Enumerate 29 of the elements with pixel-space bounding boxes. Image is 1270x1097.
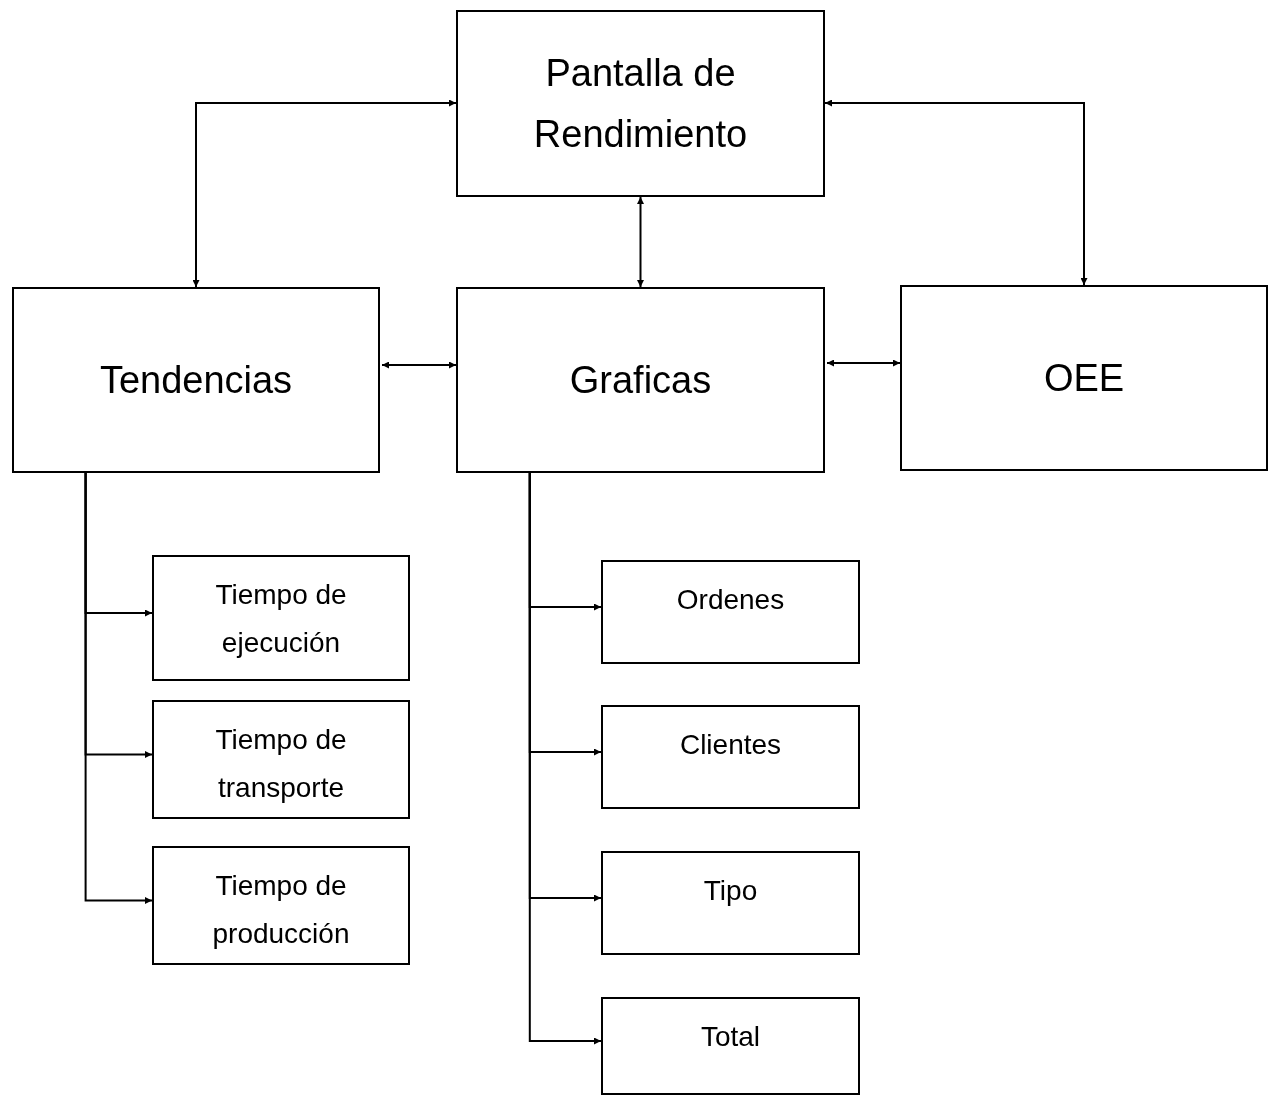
arrow <box>381 361 457 369</box>
box-label: OEE <box>1043 355 1125 401</box>
box-label: Pantalla de Rendimiento <box>532 50 749 157</box>
process-box <box>456 10 825 197</box>
process-box <box>152 846 410 965</box>
box-label: Tendencias <box>99 357 293 403</box>
box-label: Tiempo de transporte <box>214 723 348 805</box>
box-label: Tiempo de ejecución <box>214 578 348 660</box>
box-label: Tipo <box>703 874 758 908</box>
arrow <box>192 99 457 288</box>
arrow <box>824 99 1088 286</box>
box-label: Ordenes <box>676 583 785 617</box>
process-box <box>900 285 1268 471</box>
arrow <box>528 472 602 1045</box>
box-label: Total <box>700 1020 761 1054</box>
box-label: Clientes <box>679 728 782 762</box>
process-box <box>152 700 410 819</box>
process-box <box>12 287 380 473</box>
process-box <box>456 287 825 473</box>
box-label: Graficas <box>569 357 712 403</box>
process-box <box>601 705 860 809</box>
arrow <box>826 359 901 367</box>
process-box <box>152 555 410 681</box>
box-label: Tiempo de producción <box>211 869 351 951</box>
arrow <box>637 196 644 288</box>
process-box <box>601 560 860 664</box>
process-box <box>601 851 860 955</box>
arrow <box>84 472 153 904</box>
process-box <box>601 997 860 1095</box>
